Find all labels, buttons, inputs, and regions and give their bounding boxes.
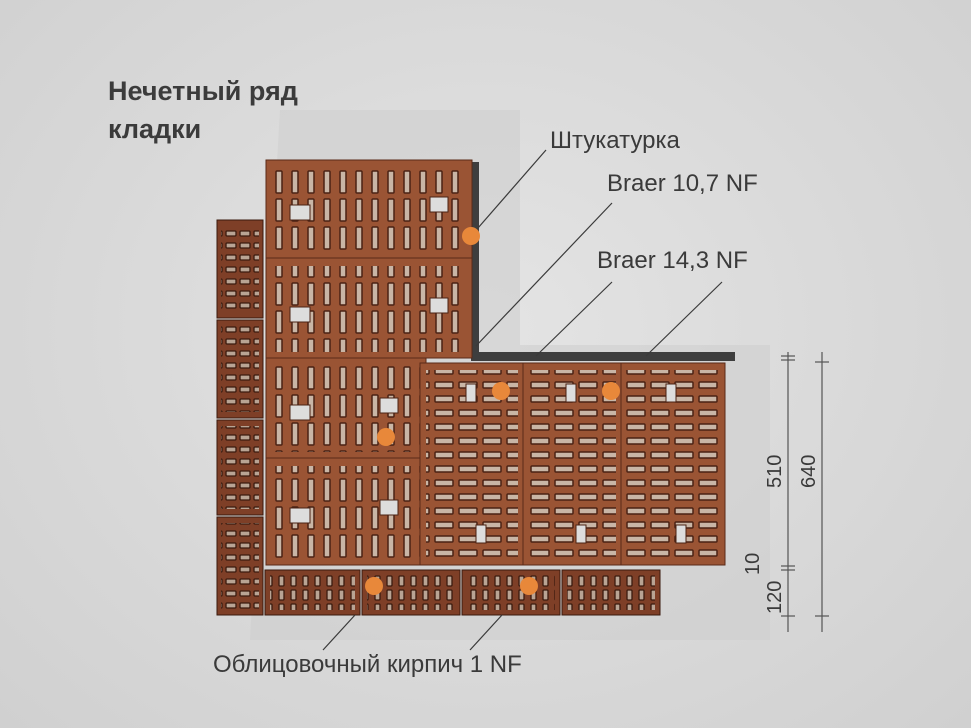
plaster-horizontal <box>471 352 735 361</box>
markers <box>365 227 620 595</box>
label-plaster: Штукатурка <box>550 127 680 154</box>
marker-dot <box>602 382 620 400</box>
braer-14-3-row <box>419 362 726 566</box>
dimension-10: 10 <box>742 552 764 575</box>
title-line-1: Нечетный ряд <box>108 76 298 106</box>
dimension-lines <box>781 352 829 632</box>
marker-dot <box>377 428 395 446</box>
leader-lines <box>322 149 723 651</box>
page-title: Нечетный ряд кладки <box>108 72 298 148</box>
marker-dot <box>492 382 510 400</box>
dimension-510: 510 <box>764 454 786 488</box>
marker-dot <box>520 577 538 595</box>
marker-dot <box>365 577 383 595</box>
dimension-640: 640 <box>798 454 820 488</box>
plaster-vertical <box>471 162 479 358</box>
label-braer-10-7: Braer 10,7 NF <box>607 170 758 197</box>
dimension-120: 120 <box>764 580 786 614</box>
label-braer-14-3: Braer 14,3 NF <box>597 247 748 274</box>
label-facing-brick: Облицовочный кирпич 1 NF <box>213 651 522 678</box>
marker-dot <box>462 227 480 245</box>
title-line-2: кладки <box>108 114 202 144</box>
braer-10-7-column <box>265 159 473 566</box>
facing-bricks <box>216 219 661 616</box>
